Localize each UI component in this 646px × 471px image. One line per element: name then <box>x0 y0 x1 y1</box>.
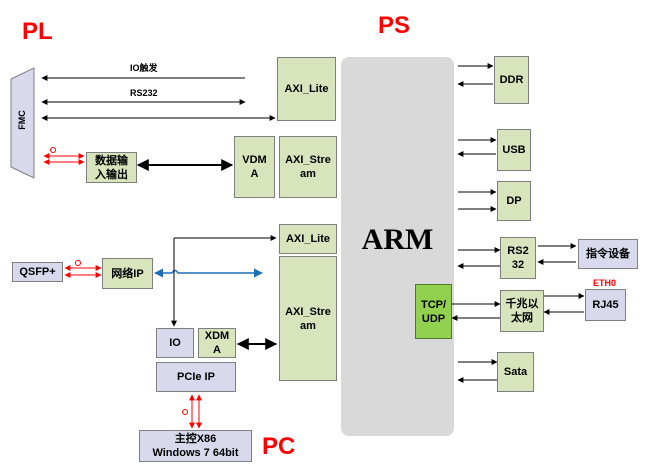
qsfp-block: QSFP+ <box>12 262 63 282</box>
ddr-block: DDR <box>494 56 529 104</box>
pl-label: PL <box>22 18 53 45</box>
pc-label: PC <box>262 433 296 460</box>
pcie-ip-block: PCIe IP <box>156 362 236 392</box>
rj45-block: RJ45 <box>585 289 626 321</box>
data-io-block: 数据输 入输出 <box>86 152 137 183</box>
io-trigger-label: IO触发 <box>130 63 158 73</box>
rs232-ps-block: RS2 32 <box>500 237 536 279</box>
tcp-udp-block: TCP/ UDP <box>415 284 452 339</box>
usb-block: USB <box>497 129 531 171</box>
cmd-device-block: 指令设备 <box>578 239 638 269</box>
fmc-label: FMC <box>17 110 27 130</box>
axi-lite-bottom-block: AXI_Lite <box>279 224 337 254</box>
axi-lite-top-block: AXI_Lite <box>277 57 336 121</box>
arm-processor-block: ARM <box>341 57 454 436</box>
rs232-link-label: RS232 <box>130 88 158 98</box>
net-ip-blue-arrow <box>154 268 263 278</box>
ps-label: PS <box>378 12 411 39</box>
gigabit-eth-block: 千兆以 太网 <box>500 290 544 332</box>
dp-block: DP <box>497 181 531 221</box>
fmc-shape <box>10 67 35 179</box>
axi-stream-top-block: AXI_Stre am <box>279 136 337 198</box>
net-ip-block: 网络IP <box>102 258 153 289</box>
sata-block: Sata <box>497 352 534 392</box>
vdma-block: VDM A <box>234 136 275 198</box>
io-block: IO <box>156 328 194 358</box>
host-x86-block: 主控X86 Windows 7 64bit <box>139 430 252 462</box>
arm-label: ARM <box>361 222 434 256</box>
eth0-label: ETH0 <box>593 278 617 288</box>
axi-stream-bottom-block: AXI_Stre am <box>279 256 337 381</box>
xdma-block: XDM A <box>198 328 236 358</box>
